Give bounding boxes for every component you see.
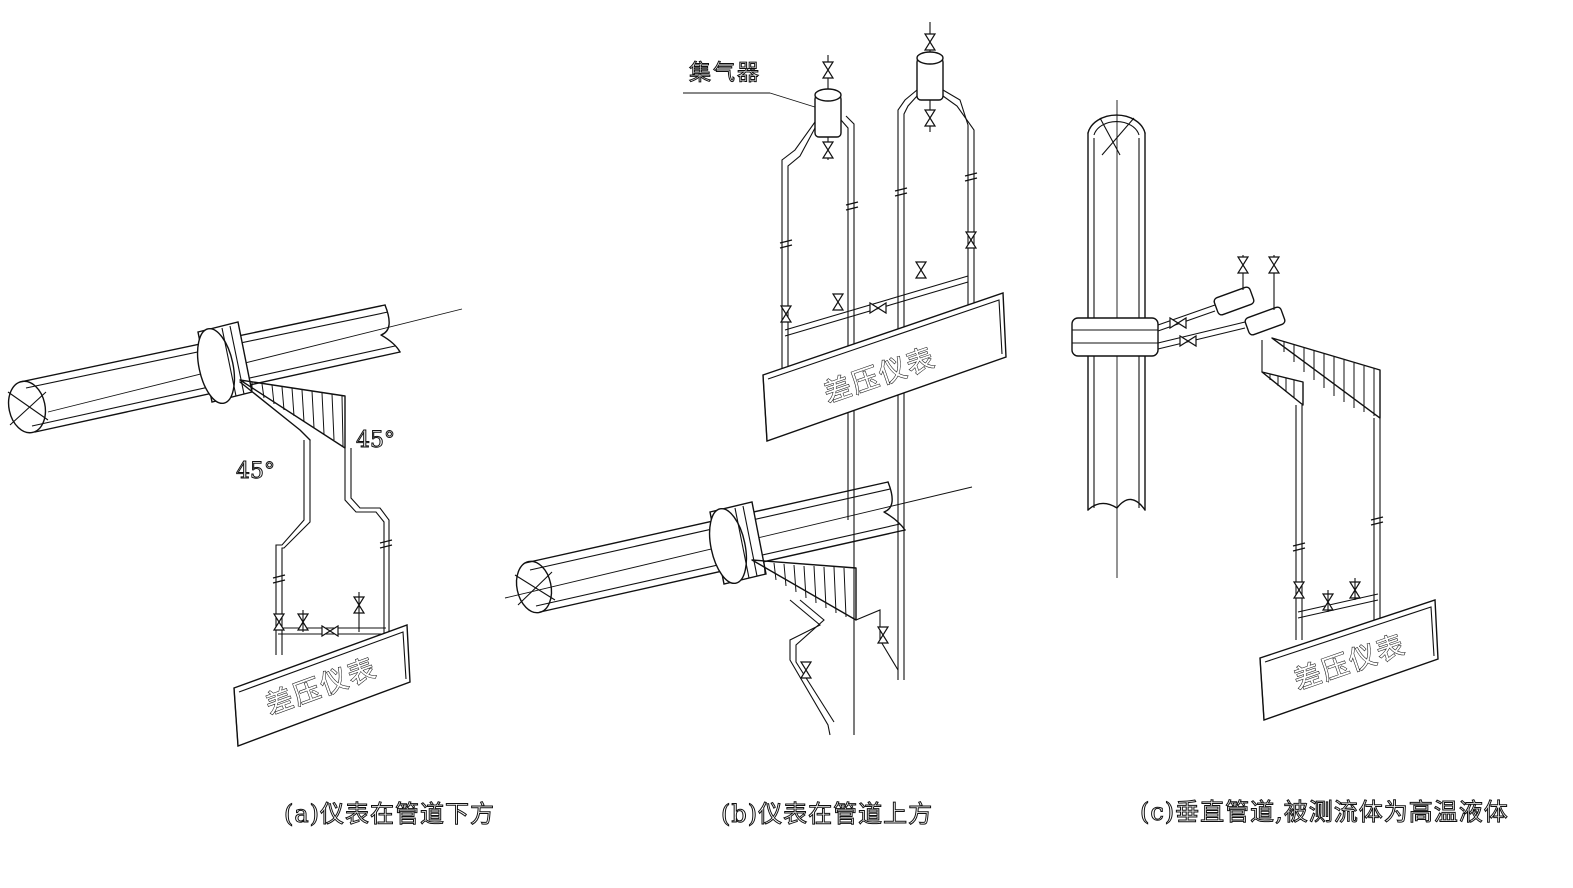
pipe-horizontal-a: [7, 304, 463, 434]
panel-b: 集气器: [504, 22, 1007, 829]
caption-a: (a)仪表在管道下方: [284, 800, 495, 828]
tap-hatch-a: [239, 379, 346, 449]
impulse-lines-a: [272, 440, 393, 655]
tap-hatch-b: [751, 559, 899, 736]
caption-b: (b)仪表在管道上方: [721, 800, 933, 828]
panel-c: 差压仪表 (c)垂直管道,被测流体为高温液体: [1071, 100, 1509, 827]
collector-label-b: 集气器: [689, 61, 761, 86]
caption-c: (c)垂直管道,被测流体为高温液体: [1140, 798, 1509, 826]
pipe-horizontal-b: [504, 481, 973, 614]
instrument-b: 差压仪表: [762, 292, 1007, 442]
impulse-lines-c: [1157, 255, 1384, 640]
angle-label-right-a: 45°: [356, 428, 395, 453]
collector-b: 集气器: [683, 22, 944, 160]
instrument-c: 差压仪表: [1259, 599, 1439, 721]
angle-label-left-a: 45°: [236, 459, 275, 484]
pipe-vertical-c: [1071, 100, 1159, 578]
instrument-a: 差压仪表: [233, 624, 411, 747]
panel-a: 差压仪表 45° 45° (a)仪表在管道下方: [7, 304, 495, 829]
